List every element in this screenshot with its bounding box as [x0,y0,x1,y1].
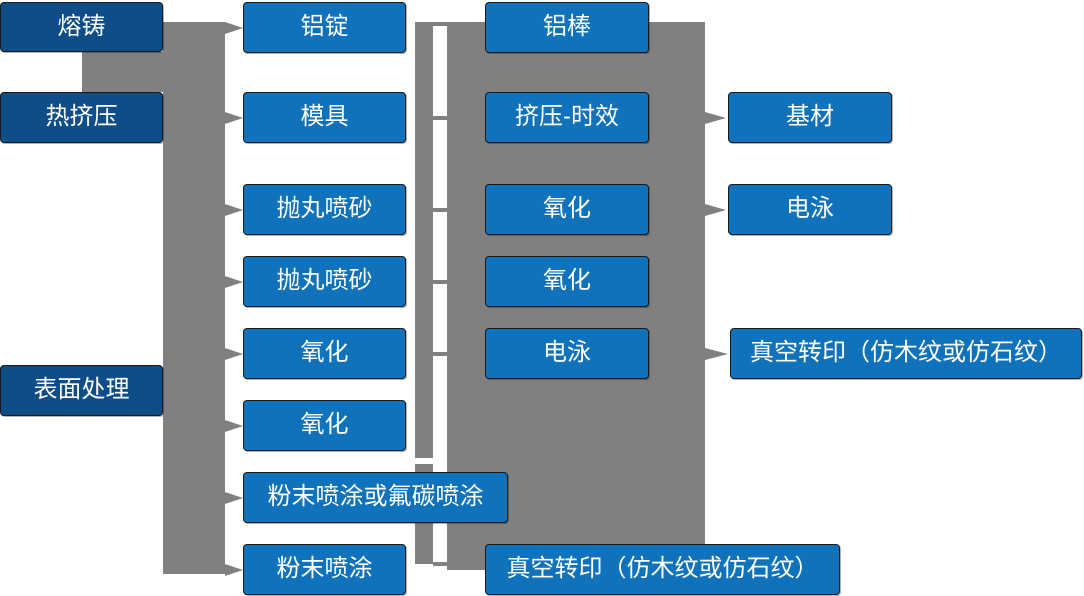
node-label: 铝锭 [300,13,349,41]
node-n-dianyong-2[interactable]: 电泳 [728,184,892,235]
connector-left-trunk [163,22,225,574]
node-label: 模具 [300,103,349,131]
node-label: 基材 [786,103,834,131]
node-label: 粉末喷涂或氟碳喷涂 [267,483,484,511]
node-n-biaomian[interactable]: 表面处理 [0,365,163,416]
node-label: 熔铸 [57,12,106,40]
node-n-yanghua-2[interactable]: 氧化 [243,400,406,451]
node-n-yanghua-4[interactable]: 氧化 [485,256,649,307]
node-label: 热挤压 [45,103,118,131]
connector-comb-teeth [433,22,447,566]
node-n-rongzhu[interactable]: 熔铸 [0,2,163,52]
node-n-jiya-shixiao[interactable]: 挤压-时效 [485,92,649,143]
node-label: 挤压-时效 [515,103,619,131]
node-label: 氧化 [543,267,591,295]
node-label: 真空转印（仿木纹或仿石纹） [750,339,1062,367]
node-n-muju[interactable]: 模具 [243,92,406,143]
node-n-lubang[interactable]: 铝棒 [485,2,649,53]
node-label: 抛丸喷砂 [276,267,373,295]
connector-left-stub-top [82,52,167,92]
node-n-yanghua-3[interactable]: 氧化 [485,184,649,235]
node-label: 氧化 [300,339,349,367]
node-label: 电泳 [786,195,834,223]
arrowheads-input-column [225,22,243,576]
node-label: 氧化 [300,411,349,439]
node-n-zhenkong-1[interactable]: 真空转印（仿木纹或仿石纹） [485,544,840,595]
connector-biaomian-link [163,388,193,391]
node-n-rejiya[interactable]: 热挤压 [0,92,163,143]
node-n-dianyong-1[interactable]: 电泳 [485,328,649,379]
node-label: 粉末喷涂 [276,555,373,583]
node-label: 氧化 [543,195,591,223]
arrowheads-output-column [694,112,728,360]
node-n-jicai[interactable]: 基材 [728,92,892,143]
node-n-fenmo-fu[interactable]: 粉末喷涂或氟碳喷涂 [243,472,508,523]
node-n-ludin[interactable]: 铝锭 [243,2,406,53]
node-n-paowan-2[interactable]: 抛丸喷砂 [243,256,406,307]
node-label: 电泳 [543,339,591,367]
node-n-yanghua-1[interactable]: 氧化 [243,328,406,379]
connector-left-notch [163,324,225,384]
node-n-zhenkong-2[interactable]: 真空转印（仿木纹或仿石纹） [730,328,1082,379]
node-label: 表面处理 [33,376,130,404]
node-n-fenmo[interactable]: 粉末喷涂 [243,544,406,595]
node-label: 铝棒 [543,13,591,41]
node-label: 抛丸喷砂 [276,195,373,223]
node-n-paowan-1[interactable]: 抛丸喷砂 [243,184,406,235]
node-label: 真空转印（仿木纹或仿石纹） [506,555,819,583]
connector-mid-bar-a [415,22,433,564]
